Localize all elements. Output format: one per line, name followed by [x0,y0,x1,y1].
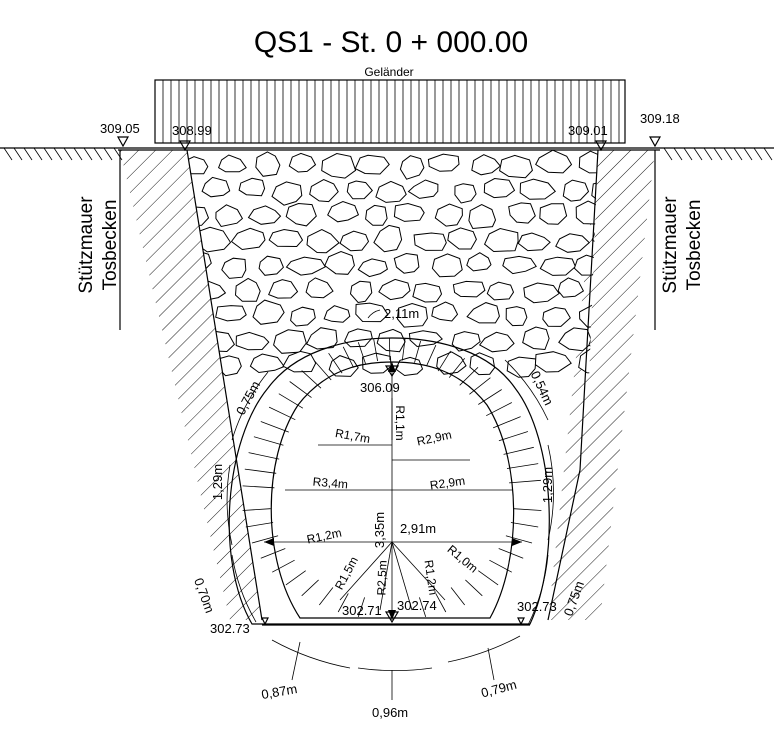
elevation-base-left: 302.73 [210,621,250,636]
dim-base-left: 0,87m [260,681,298,702]
elevation-left-inner: 308.99 [172,123,212,138]
dim-top-width: 2,11m [384,306,419,321]
elevation-crown: 306.09 [360,380,400,395]
dim-base-mid: 0,96m [372,705,408,720]
dim-wall-left-mid: 1,29m [210,464,225,500]
radius-bottom-left: R1,5m [332,554,361,592]
radius-top: R1,1m [393,405,407,440]
retaining-wall-right [548,150,656,620]
dim-wall-left-low: 0,70m [191,576,217,615]
rubble-fill [186,149,599,621]
elevation-right-inner: 309.01 [568,123,608,138]
elevation-right-outer: 309.18 [640,111,680,126]
railing [154,79,626,144]
dim-base-right: 0,79m [479,677,518,701]
elevation-base-right: 302.73 [517,599,557,614]
vault-ring [228,337,550,625]
dim-span: 2,91m [400,521,436,536]
ground-line [0,147,774,161]
radius-low-right: R1,0m [445,542,481,575]
base-slab [261,617,530,626]
radius-bottom-center: R2,5m [374,560,389,596]
radius-mid-right: R2,9m [429,474,466,493]
elevation-markers [116,136,662,624]
dim-wall-right-mid: 1,29m [540,467,555,503]
dim-height: 3,35m [372,512,387,548]
drawing-title: QS1 - St. 0 + 000.00 [254,26,528,59]
radius-upper-left: R1,7m [334,426,371,446]
dim-wall-right-upper: 0,54m [528,369,557,408]
railing-label: Geländer [364,65,413,79]
dimension-lines [226,309,554,700]
elevation-left-outer: 309.05 [100,121,140,136]
elevation-invert-left: 302.71 [342,603,382,618]
radius-mid-left: R3,4m [312,475,348,492]
side-label-left-line2: Tosbecken [100,200,121,291]
radius-bottom-right: R1,2m [422,559,441,596]
side-label-right-line1: Stützmauer [660,196,681,294]
radius-low-left: R1,2m [305,526,342,547]
radius-upper-right: R2,9m [415,428,452,449]
retaining-wall-left [119,150,262,620]
side-label-left-line1: Stützmauer [76,196,97,294]
dim-wall-left-upper: 0,75m [233,378,263,417]
side-label-right-line2: Tosbecken [684,200,705,291]
elevation-invert-right: 302.74 [397,598,437,613]
